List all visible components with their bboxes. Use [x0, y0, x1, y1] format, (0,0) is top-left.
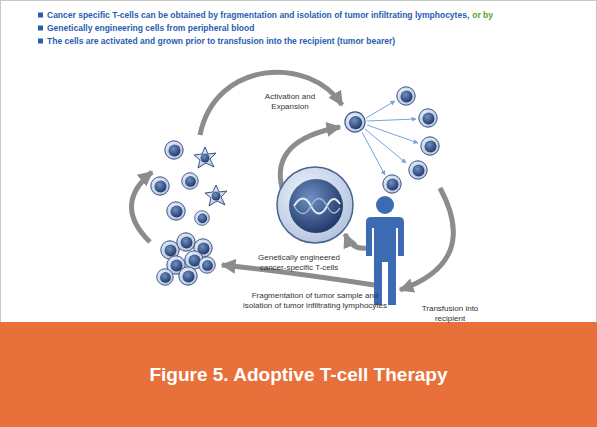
loose-cells: [151, 141, 227, 226]
bullet-text: Genetically engineering cells from perip…: [47, 23, 254, 33]
bullet-squares: [38, 13, 43, 44]
bullet-text: Cancer specific T-cells can be obtained …: [47, 10, 469, 20]
step-label: Fragmentation of tumor sample and isolat…: [240, 291, 390, 310]
step-label: Activation and Expansion: [258, 92, 322, 111]
step-label: Genetically engineered cancer-specific T…: [253, 253, 345, 272]
figure-caption: Figure 5. Adoptive T-cell Therapy: [0, 322, 597, 427]
expanded-cells: [345, 87, 439, 193]
bullet-text: The cells are activated and grown prior …: [47, 36, 395, 46]
caption-band: [0, 322, 597, 427]
tumor-sample: [157, 233, 216, 285]
bullet-line: Cancer specific T-cells can be obtained …: [47, 9, 493, 21]
step-label: Transfusion into recipient: [416, 304, 484, 323]
engineered-cell: [277, 167, 353, 243]
bullet-line: The cells are activated and grown prior …: [47, 35, 395, 47]
bullet-text: or by: [472, 10, 493, 20]
bullet-line: Genetically engineering cells from perip…: [47, 22, 254, 34]
cycle-arrows: [131, 72, 453, 290]
recipient-figure: [366, 196, 404, 305]
